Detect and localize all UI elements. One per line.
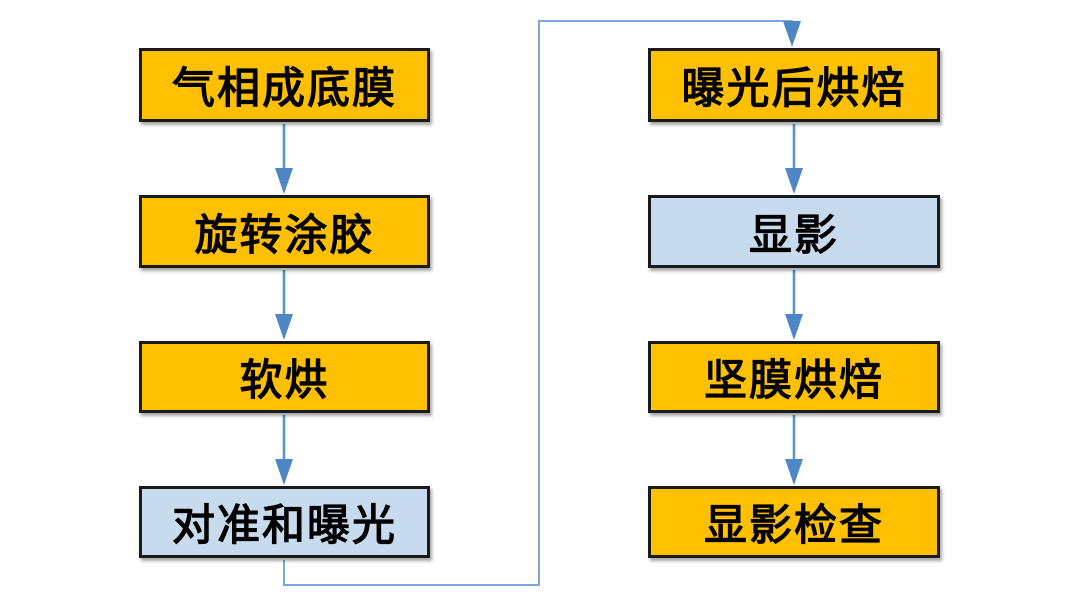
node-label: 软烘 (239, 356, 330, 406)
node-develop-inspect: 显影检查 (648, 486, 940, 558)
node-hard-bake: 坚膜烘焙 (648, 341, 940, 413)
node-develop: 显影 (648, 195, 940, 268)
node-label: 曝光后烘焙 (681, 64, 907, 114)
node-vapor-prime: 气相成底膜 (139, 48, 430, 122)
node-label: 气相成底膜 (172, 64, 397, 114)
node-label: 显影检查 (704, 501, 884, 551)
node-post-exposure-bake: 曝光后烘焙 (648, 48, 940, 122)
node-spin-coat: 旋转涂胶 (139, 195, 430, 268)
node-label: 旋转涂胶 (194, 210, 375, 261)
node-label: 对准和曝光 (172, 501, 397, 551)
node-align-expose: 对准和曝光 (139, 486, 430, 558)
node-label: 显影 (749, 210, 839, 261)
node-soft-bake: 软烘 (139, 341, 430, 413)
node-label: 坚膜烘焙 (704, 356, 884, 406)
